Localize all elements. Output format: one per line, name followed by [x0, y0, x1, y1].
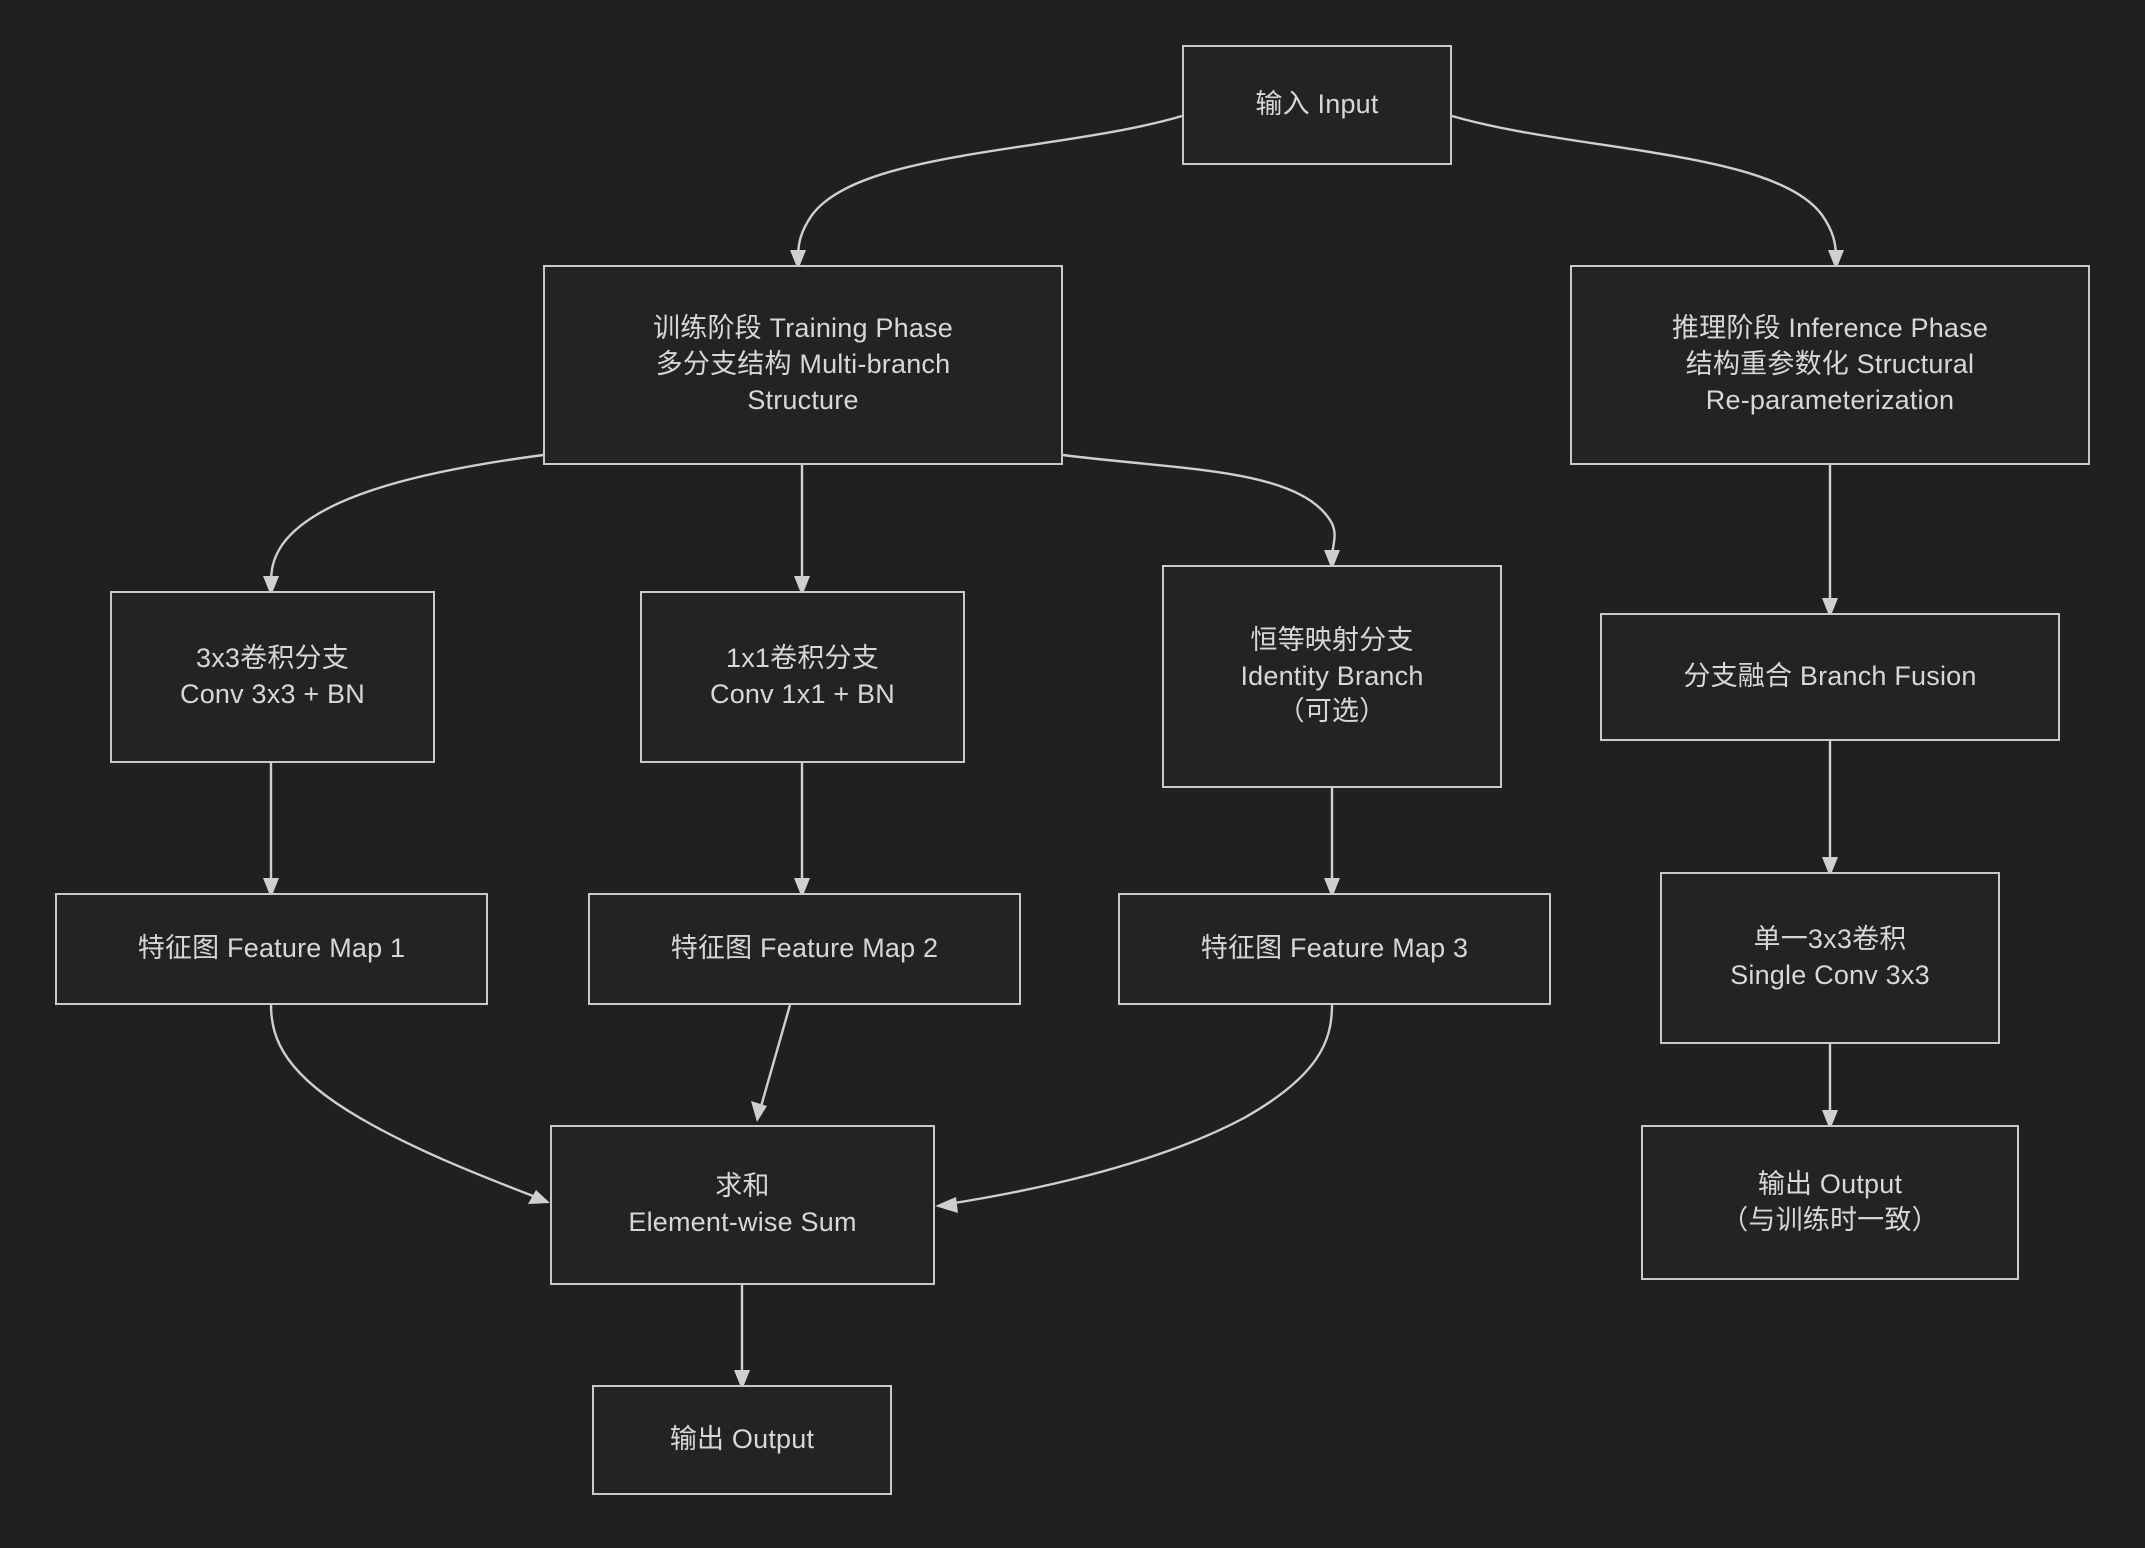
node-label-input: 输入 Input — [1255, 89, 1379, 120]
node-identity-branch[interactable]: 恒等映射分支 Identity Branch （可选） — [1162, 565, 1502, 788]
edge-singleconv-to-output-infer — [1822, 1044, 1838, 1130]
node-element-wise-sum[interactable]: 求和 Element-wise Sum — [550, 1125, 935, 1285]
edge-input-to-infer — [1451, 114, 1844, 270]
node-feature-map-2[interactable]: 特征图 Feature Map 2 — [588, 893, 1021, 1005]
node-label-feature-map-3: 特征图 Feature Map 3 — [1200, 933, 1469, 964]
edge-fmap2-to-sum — [751, 1004, 792, 1122]
edge-train-to-conv1 — [794, 465, 810, 596]
node-output-training[interactable]: 输出 Output — [592, 1385, 892, 1495]
node-output-inference[interactable]: 输出 Output （与训练时一致） — [1641, 1125, 2019, 1280]
node-label-branch-fusion: 分支融合 Branch Fusion — [1683, 661, 1977, 692]
edge-fmap3-to-sum — [935, 1004, 1334, 1213]
edge-conv1-to-fmap2 — [794, 763, 810, 898]
edge-fusion-to-singleconv — [1822, 741, 1838, 877]
node-label-feature-map-2: 特征图 Feature Map 2 — [670, 933, 939, 964]
edge-conv3-to-fmap1 — [263, 763, 279, 898]
edge-fmap1-to-sum — [269, 1004, 550, 1204]
node-inference-phase[interactable]: 推理阶段 Inference Phase 结构重参数化 Structural R… — [1570, 265, 2090, 465]
node-label-element-wise-sum: 求和 Element-wise Sum — [628, 1171, 857, 1237]
edge-input-to-train — [790, 114, 1183, 270]
node-label-single-conv3x3: 单一3x3卷积 Single Conv 3x3 — [1730, 924, 1930, 990]
node-training-phase[interactable]: 训练阶段 Training Phase 多分支结构 Multi-branch S… — [543, 265, 1063, 465]
node-label-training-phase: 训练阶段 Training Phase 多分支结构 Multi-branch S… — [653, 313, 953, 415]
node-label-conv1x1-branch: 1x1卷积分支 Conv 1x1 + BN — [710, 643, 895, 709]
node-label-inference-phase: 推理阶段 Inference Phase 结构重参数化 Structural R… — [1671, 313, 1989, 415]
node-label-conv3x3-branch: 3x3卷积分支 Conv 3x3 + BN — [180, 643, 365, 709]
node-input[interactable]: 输入 Input — [1182, 45, 1452, 165]
edge-train-to-conv3 — [263, 453, 544, 596]
node-feature-map-1[interactable]: 特征图 Feature Map 1 — [55, 893, 488, 1005]
edge-sum-to-output-train — [734, 1285, 750, 1390]
node-conv3x3-branch[interactable]: 3x3卷积分支 Conv 3x3 + BN — [110, 591, 435, 763]
node-label-feature-map-1: 特征图 Feature Map 1 — [137, 933, 406, 964]
edge-identity-to-fmap3 — [1324, 788, 1340, 898]
node-label-output-training: 输出 Output — [669, 1424, 815, 1455]
node-branch-fusion[interactable]: 分支融合 Branch Fusion — [1600, 613, 2060, 741]
node-label-identity-branch: 恒等映射分支 Identity Branch （可选） — [1240, 624, 1424, 727]
edge-train-to-identity — [1062, 453, 1340, 570]
node-feature-map-3[interactable]: 特征图 Feature Map 3 — [1118, 893, 1551, 1005]
node-single-conv3x3[interactable]: 单一3x3卷积 Single Conv 3x3 — [1660, 872, 2000, 1044]
node-label-output-inference: 输出 Output （与训练时一致） — [1721, 1168, 1939, 1235]
edge-infer-to-fusion — [1822, 465, 1838, 618]
node-conv1x1-branch[interactable]: 1x1卷积分支 Conv 1x1 + BN — [640, 591, 965, 763]
